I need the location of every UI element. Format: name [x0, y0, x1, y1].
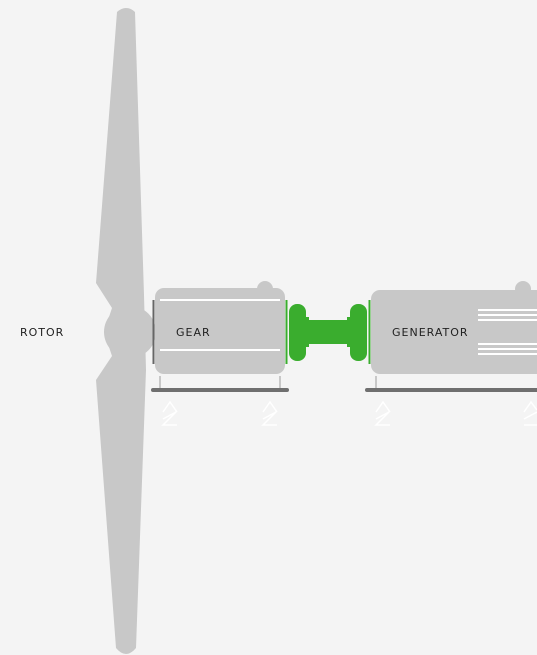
coupling-hub-right	[350, 304, 367, 361]
rotor-hub	[104, 306, 156, 358]
generator-spring-left-icon	[374, 400, 391, 426]
generator-base	[365, 388, 537, 392]
generator	[365, 281, 537, 426]
coupling-ring-left	[305, 317, 309, 347]
coupling-ring-right	[347, 317, 351, 347]
rotor	[96, 8, 156, 654]
generator-cooling-fins	[478, 309, 537, 355]
gear-spring-left-icon	[161, 400, 178, 426]
generator-body	[371, 290, 537, 374]
gearbox	[151, 281, 289, 426]
gear-spring-right-icon	[261, 400, 278, 426]
gear-base	[151, 388, 289, 392]
generator-label: GENERATOR	[392, 326, 469, 339]
coupling	[285, 300, 371, 364]
gear-body	[155, 288, 285, 374]
generator-spring-right-icon	[523, 400, 537, 426]
rotor-label: ROTOR	[20, 326, 64, 339]
gear-label: GEAR	[176, 326, 211, 339]
coupling-hub-left	[289, 304, 306, 361]
coupling-shaft	[309, 320, 347, 344]
